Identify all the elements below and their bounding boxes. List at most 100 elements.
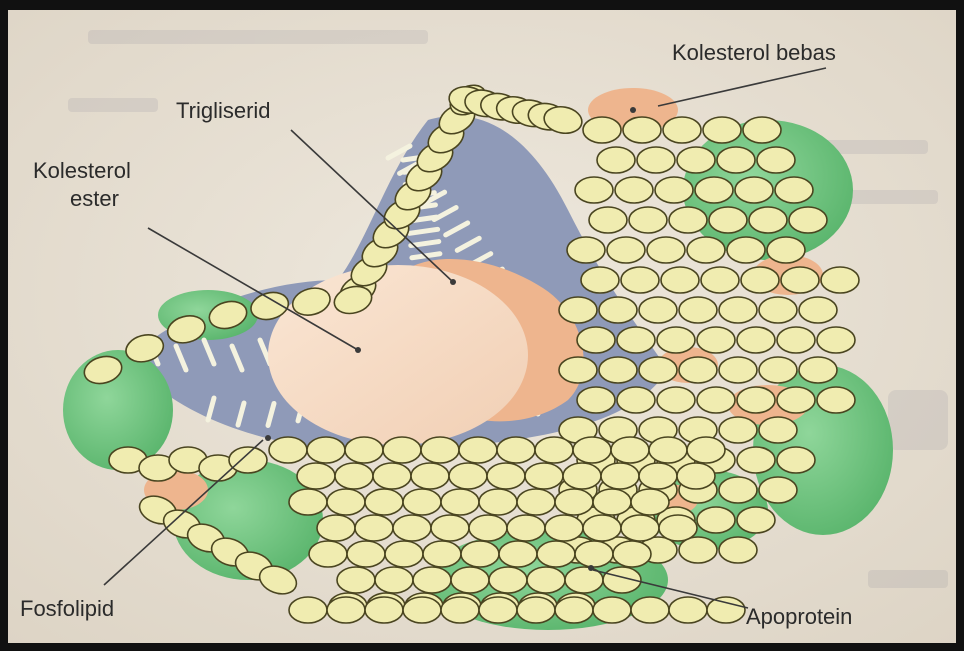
phospholipid-head	[497, 437, 535, 463]
phospholipid-head	[431, 515, 469, 541]
phospholipid-head	[347, 541, 385, 567]
phospholipid-head	[593, 597, 631, 623]
phospholipid-head	[365, 597, 403, 623]
phospholipid-head	[335, 463, 373, 489]
phospholipid-head	[517, 489, 555, 515]
phospholipid-head	[525, 463, 563, 489]
phospholipid-head	[289, 489, 327, 515]
phospholipid-head	[687, 237, 725, 263]
phospholipid-head	[573, 437, 611, 463]
phospholipid-head	[385, 541, 423, 567]
phospholipid-head	[545, 515, 583, 541]
phospholipid-head	[777, 327, 815, 353]
phospholipid-head	[703, 117, 741, 143]
phospholipid-head	[327, 597, 365, 623]
phospholipid-head	[659, 515, 697, 541]
phospholipid-head	[687, 437, 725, 463]
phospholipid-head	[575, 541, 613, 567]
phospholipid-head	[663, 117, 701, 143]
phospholipid-head	[289, 597, 327, 623]
phospholipid-head	[601, 463, 639, 489]
phospholipid-head	[597, 147, 635, 173]
phospholipid-head	[737, 447, 775, 473]
phospholipid-head	[741, 267, 779, 293]
phospholipid-head	[537, 541, 575, 567]
phospholipid-head	[799, 357, 837, 383]
phospholipid-head	[697, 507, 735, 533]
phospholipid-head	[629, 207, 667, 233]
lipoprotein-diagram: Kolesterol bebas Trigliserid Kolesterol …	[8, 10, 956, 643]
phospholipid-head	[639, 463, 677, 489]
phospholipid-head	[355, 515, 393, 541]
phospholipid-head	[615, 177, 653, 203]
phospholipid-head	[577, 327, 615, 353]
phospholipid-head	[527, 567, 565, 593]
phospholipid-head	[631, 597, 669, 623]
phospholipid-head	[767, 237, 805, 263]
phospholipid-head	[337, 567, 375, 593]
phospholipid-head	[647, 237, 685, 263]
phospholipid-head	[719, 297, 757, 323]
phospholipid-head	[679, 297, 717, 323]
phospholipid-head	[567, 237, 605, 263]
phospholipid-head	[775, 177, 813, 203]
phospholipid-head	[451, 567, 489, 593]
label-apoprotein: Apoprotein	[746, 604, 852, 629]
phospholipid-head	[559, 297, 597, 323]
phospholipid-head	[781, 267, 819, 293]
phospholipid-head	[535, 437, 573, 463]
phospholipid-head	[719, 537, 757, 563]
phospholipid-head	[821, 267, 859, 293]
phospholipid-head	[669, 207, 707, 233]
phospholipid-head	[817, 327, 855, 353]
phospholipid-head	[707, 597, 745, 623]
phospholipid-head	[449, 463, 487, 489]
phospholipid-head	[749, 207, 787, 233]
phospholipid-head	[607, 237, 645, 263]
phospholipid-head	[461, 541, 499, 567]
phospholipid-head	[403, 489, 441, 515]
phospholipid-head	[575, 177, 613, 203]
phospholipid-head	[593, 489, 631, 515]
phospholipid-head	[617, 327, 655, 353]
phospholipid-head	[701, 267, 739, 293]
phospholipid-head	[375, 567, 413, 593]
label-cholesteryl-ester-line1: Kolesterol	[33, 158, 131, 183]
phospholipid-head	[757, 147, 795, 173]
phospholipid-head	[719, 417, 757, 443]
phospholipid-head	[599, 297, 637, 323]
phospholipid-head	[613, 541, 651, 567]
phospholipid-head	[697, 327, 735, 353]
label-cholesteryl-ester-line2: ester	[70, 186, 119, 211]
phospholipid-head	[717, 147, 755, 173]
phospholipid-head	[695, 177, 733, 203]
phospholipid-head	[383, 437, 421, 463]
phospholipid-head	[719, 477, 757, 503]
phospholipid-head	[421, 437, 459, 463]
phospholipid-head	[743, 117, 781, 143]
phospholipid-head	[697, 387, 735, 413]
phospholipid-head	[649, 437, 687, 463]
phospholipid-head	[777, 447, 815, 473]
phospholipid-head	[307, 437, 345, 463]
phospholipid-head	[655, 177, 693, 203]
phospholipid-head	[327, 489, 365, 515]
phospholipid-head	[789, 207, 827, 233]
phospholipid-head	[555, 597, 593, 623]
phospholipid-head	[589, 207, 627, 233]
phospholipid-head	[719, 357, 757, 383]
phospholipid-head	[611, 437, 649, 463]
phospholipid-head	[669, 597, 707, 623]
phospholipid-head	[631, 489, 669, 515]
phospholipid-head	[583, 515, 621, 541]
phospholipid-head	[411, 463, 449, 489]
phospholipid-head	[621, 267, 659, 293]
phospholipid-head	[517, 597, 555, 623]
phospholipid-head	[759, 297, 797, 323]
phospholipid-head	[817, 387, 855, 413]
phospholipid-head	[423, 541, 461, 567]
phospholipid-head	[373, 463, 411, 489]
phospholipid-head	[679, 357, 717, 383]
phospholipid-head	[317, 515, 355, 541]
